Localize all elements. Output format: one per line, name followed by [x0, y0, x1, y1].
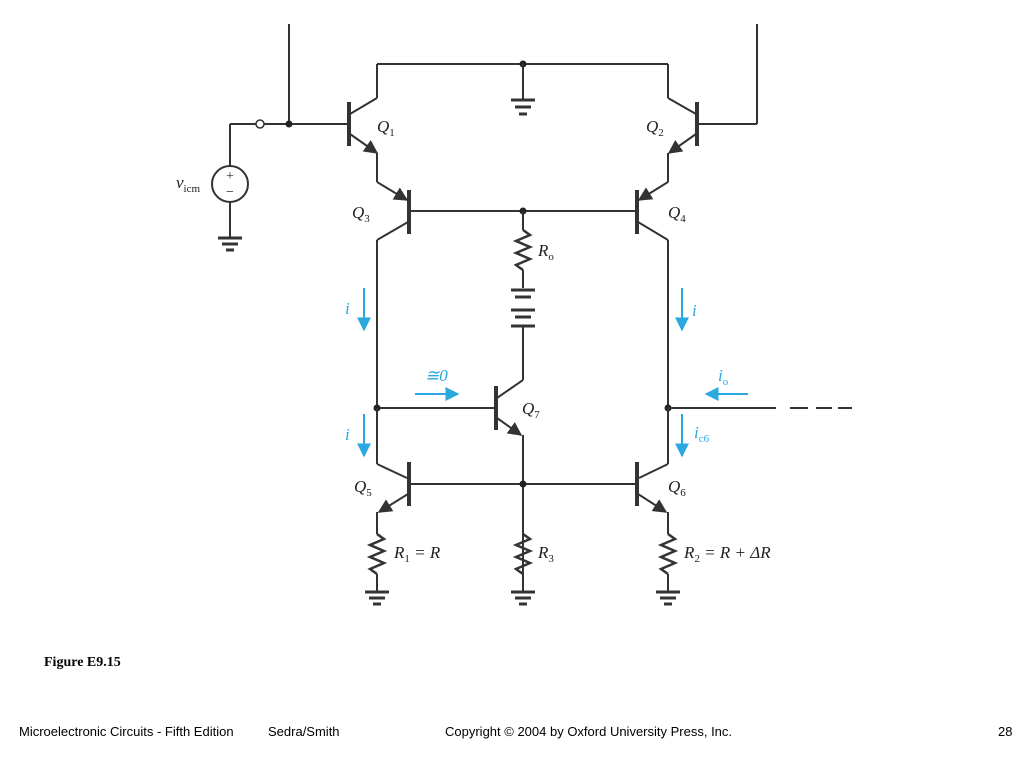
footer-page-number: 28 [998, 724, 1013, 739]
q4-label: Q4 [668, 203, 686, 225]
feedback-wires [288, 24, 758, 125]
r1-label: R1 = R [393, 543, 441, 565]
figure-caption: Figure E9.15 [44, 655, 121, 670]
transistor-q5: Q5 [354, 408, 411, 534]
q6-label: Q6 [668, 477, 686, 499]
footer-authors: Sedra/Smith [268, 724, 340, 739]
footer-copyright: Copyright © 2004 by Oxford University Pr… [445, 724, 733, 739]
q2-label: Q2 [646, 117, 664, 139]
r3-label: R3 [537, 543, 554, 565]
q3-label: Q3 [352, 203, 370, 225]
transistor-q1: Q1 [347, 64, 395, 182]
bias-network: Ro [409, 207, 637, 380]
resistor-r2: R2 = R + ΔR [656, 532, 771, 606]
transistor-q6: Q6 [635, 408, 686, 534]
footer-book-title: Microelectronic Circuits - Fifth Edition [19, 724, 234, 739]
i-right-top-label: i [692, 301, 697, 320]
minus-sign: − [226, 185, 234, 200]
input-source: + − vicm [176, 119, 347, 252]
junction-dot [285, 120, 293, 128]
resistor-ro [512, 228, 534, 272]
ic6-label: ic6 [694, 423, 710, 445]
plus-sign: + [226, 169, 234, 184]
battery-symbol [511, 288, 535, 328]
transistor-q7: Q7 [373, 379, 540, 582]
top-rail [377, 60, 668, 116]
vicm-label: vicm [176, 173, 200, 195]
i-left-top-label: i [345, 299, 350, 318]
output-node [664, 404, 852, 412]
q5-label: Q5 [354, 477, 372, 499]
transistor-q4: Q4 [635, 181, 686, 408]
bottom-base-line [409, 480, 637, 488]
resistor-r1: R1 = R [365, 532, 441, 606]
current-annotations: i i i ≅0 io ic6 [345, 288, 748, 458]
ground-symbol-source [218, 236, 242, 252]
q1-label: Q1 [377, 117, 395, 139]
transistor-q2: Q2 [646, 64, 699, 182]
q7-label: Q7 [522, 399, 540, 421]
ro-label: Ro [537, 241, 554, 263]
resistor-r3: R3 [511, 532, 554, 606]
input-terminal [255, 119, 265, 129]
approx-zero-label: ≅0 [425, 366, 448, 385]
i-left-bottom-label: i [345, 425, 350, 444]
io-label: io [718, 366, 729, 388]
r2-label: R2 = R + ΔR [683, 543, 771, 565]
transistor-q3: Q3 [352, 181, 411, 408]
